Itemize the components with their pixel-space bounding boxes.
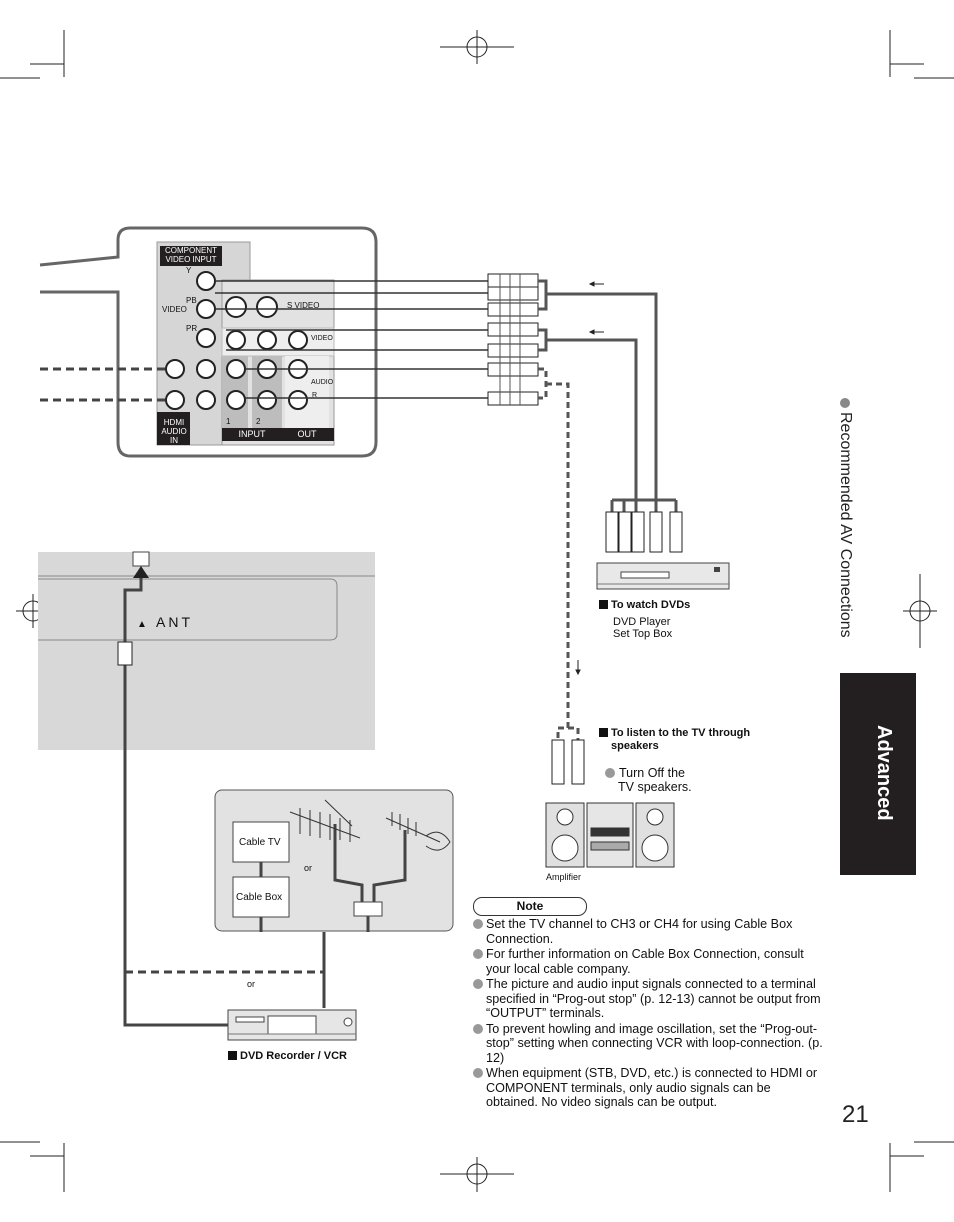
- page-number: 21: [842, 1101, 869, 1128]
- vcr-icon: [227, 1009, 357, 1041]
- out-label: OUT: [282, 429, 332, 440]
- registration-mark: [16, 30, 937, 1192]
- or-outer-label: or: [247, 979, 256, 989]
- note-item: To prevent howling and image oscillation…: [473, 1022, 823, 1066]
- hdmi-dashed: [40, 367, 166, 402]
- pb-label: PB: [186, 296, 197, 305]
- video-small-label: VIDEO: [311, 335, 333, 342]
- set-top-box-label: Set Top Box: [613, 628, 673, 640]
- rca-plug-icon: [487, 273, 539, 406]
- s-video-label: S VIDEO: [287, 301, 320, 310]
- side-tab: [840, 673, 916, 875]
- speaker-icon: [545, 802, 675, 868]
- signal-arrows: [575, 281, 604, 676]
- component-cables: [215, 280, 488, 399]
- component-header: COMPONENT VIDEO INPUT: [160, 246, 222, 266]
- coax-plug: [117, 641, 133, 666]
- ant-label: ▲ ANT: [137, 614, 194, 630]
- amplifier-label: Amplifier: [546, 872, 582, 882]
- hdmi-audio-in-label: HDMI AUDIO IN: [158, 418, 190, 445]
- audio-out-dashed: [538, 367, 580, 740]
- antenna-panel: [38, 551, 375, 750]
- note-item: When equipment (STB, DVD, etc.) is conne…: [473, 1066, 823, 1110]
- speaker-plugs: [551, 739, 585, 785]
- side-title: Recommended AV Connections: [836, 398, 854, 638]
- recorder-label: DVD Recorder / VCR: [228, 1050, 347, 1062]
- y-label: Y: [186, 266, 192, 275]
- note-heading: Note: [473, 897, 587, 916]
- dvd-section-title: To watch DVDs: [599, 599, 690, 611]
- square-bullet-icon: [228, 1051, 237, 1060]
- side-tab-label: Advanced: [873, 725, 895, 821]
- coax-cable: [123, 578, 326, 1027]
- dvd-plugs: [605, 511, 683, 553]
- cable-box-label: Cable Box: [236, 892, 283, 903]
- pr-label: PR: [186, 324, 198, 333]
- bullet-icon: [840, 398, 850, 408]
- jacks: [165, 271, 308, 410]
- audio-label: AUDIO: [311, 379, 334, 386]
- input-2-label: 2: [256, 417, 261, 426]
- antenna-box: [214, 789, 454, 932]
- speaker-section-title-2: speakers: [611, 740, 659, 752]
- bullet-icon: [605, 768, 615, 778]
- turn-off-line2: TV speakers.: [618, 780, 692, 794]
- or-inner-label: or: [304, 863, 313, 873]
- video-label: VIDEO: [162, 305, 187, 314]
- bullet-icon: [473, 1068, 483, 1078]
- bullet-icon: [473, 979, 483, 989]
- square-bullet-icon: [599, 600, 608, 609]
- triangle-up-icon: ▲: [137, 619, 150, 630]
- note-list: Set the TV channel to CH3 or CH4 for usi…: [473, 917, 823, 1111]
- dvd-player-label: DVD Player: [613, 616, 671, 628]
- input-1-label: 1: [226, 417, 231, 426]
- note-item: The picture and audio input signals conn…: [473, 977, 823, 1021]
- bullet-icon: [473, 949, 483, 959]
- bullet-icon: [473, 1023, 483, 1034]
- square-bullet-icon: [599, 728, 608, 737]
- r-label: R: [312, 392, 318, 399]
- note-item: Set the TV channel to CH3 or CH4 for usi…: [473, 917, 823, 946]
- cable-tv-label: Cable TV: [239, 837, 281, 848]
- antenna-icon: [289, 799, 451, 851]
- dvd-player-icon: [596, 562, 730, 590]
- note-item: For further information on Cable Box Con…: [473, 947, 823, 976]
- crop-marks: [0, 30, 954, 1192]
- input-label: INPUT: [224, 429, 280, 440]
- bullet-icon: [473, 919, 483, 929]
- turn-off-line1: Turn Off the: [605, 766, 685, 780]
- speaker-section-title: To listen to the TV through: [599, 727, 750, 739]
- dvd-cables: [538, 279, 678, 512]
